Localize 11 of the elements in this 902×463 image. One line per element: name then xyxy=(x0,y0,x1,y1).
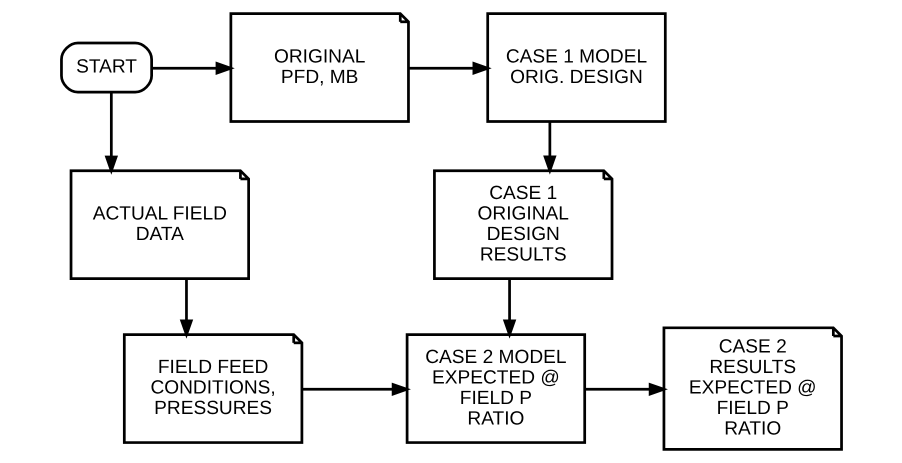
node-box: CASE 2 MODEL EXPECTED @ FIELD P RATIO xyxy=(405,333,586,444)
arrow xyxy=(104,92,118,175)
arrow xyxy=(151,62,234,75)
arrow xyxy=(302,382,410,396)
node-box: START xyxy=(60,42,152,94)
arrow xyxy=(179,278,193,339)
arrow xyxy=(584,382,668,396)
arrow xyxy=(542,122,556,175)
node-box: CASE 1 MODEL ORIG. DESIGN xyxy=(486,12,666,123)
arrow xyxy=(408,62,492,75)
arrow xyxy=(502,278,516,339)
